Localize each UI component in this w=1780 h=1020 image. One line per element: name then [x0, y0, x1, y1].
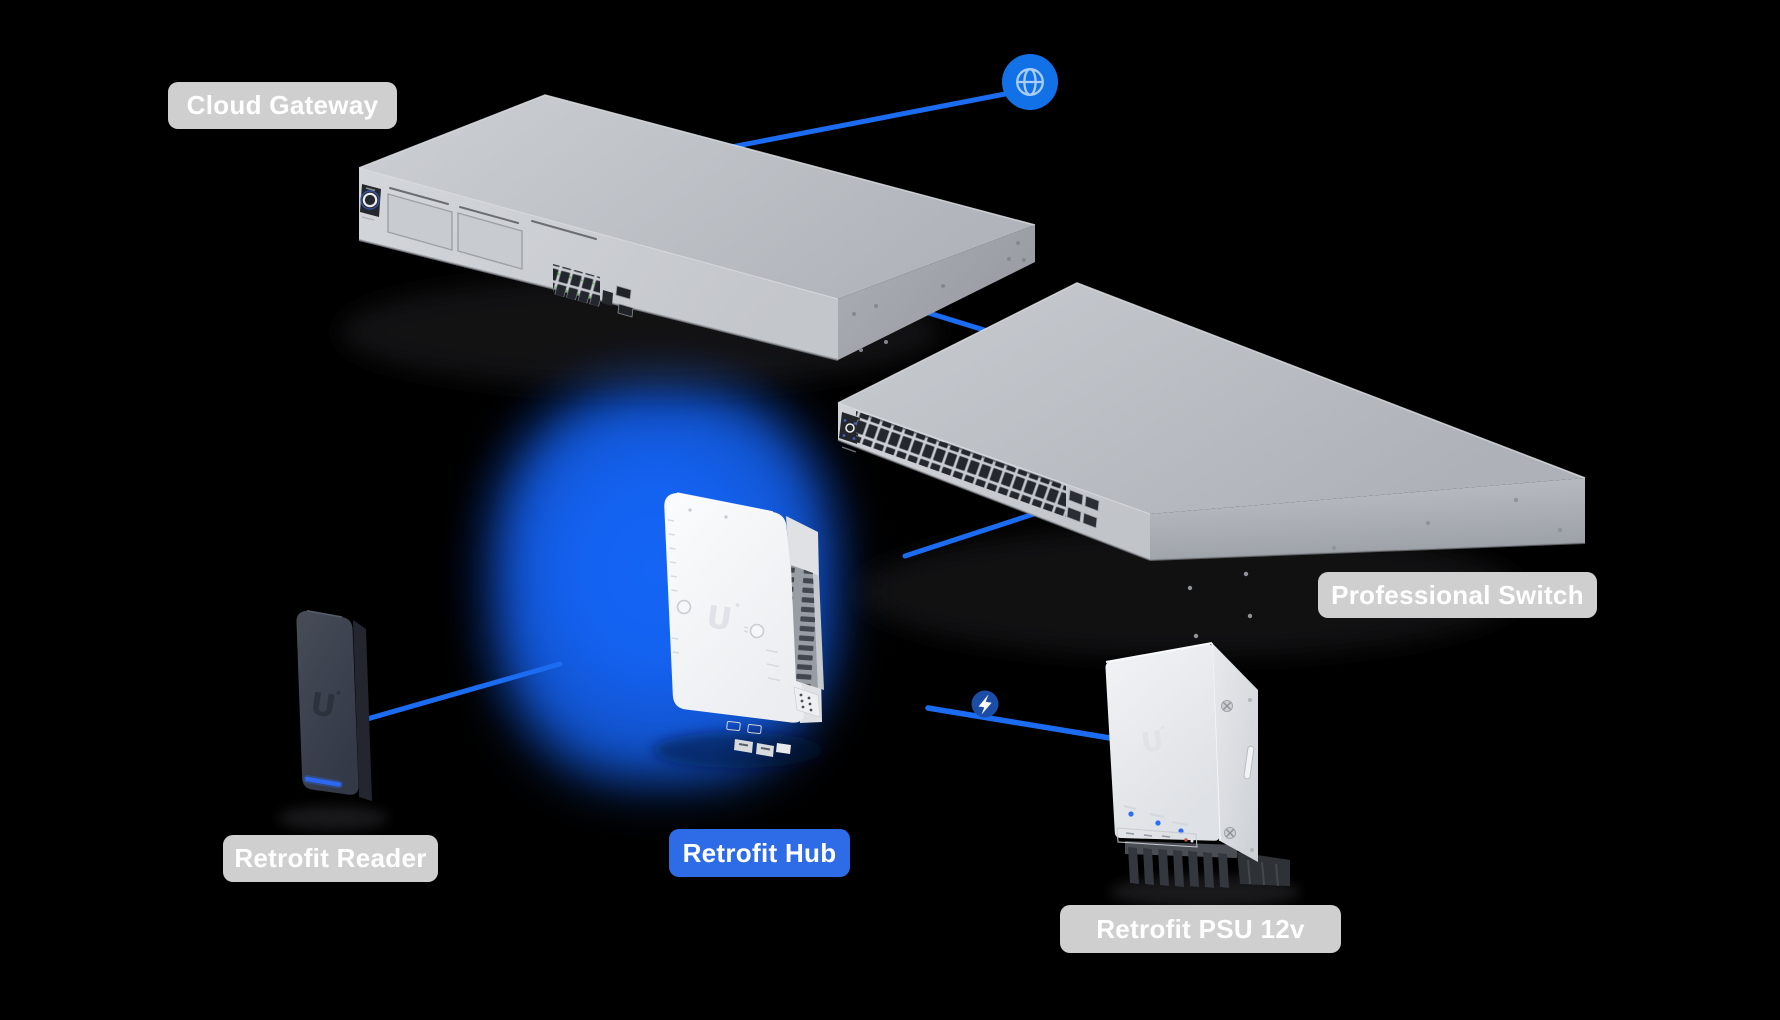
switch-rj45-ports	[856, 411, 1066, 517]
globe-icon	[1016, 68, 1044, 96]
ubiquiti-logo-psu: U	[1139, 726, 1165, 760]
gateway-sfp-ports	[615, 285, 634, 318]
retrofit-hub-label: Retrofit Hub	[669, 829, 850, 877]
svg-text:U: U	[1139, 726, 1165, 760]
lightning-bolt-icon	[978, 694, 992, 715]
switch-sfp-ports	[1066, 489, 1100, 529]
hub-face-markings	[667, 508, 781, 682]
cloud-gateway-device	[358, 94, 1036, 361]
svg-text:U: U	[704, 599, 734, 638]
retrofit-psu-label: Retrofit PSU 12v	[1060, 905, 1341, 953]
psu-mount-flange	[1212, 643, 1258, 862]
connection-line-gateway-internet	[687, 91, 1008, 158]
ubiquiti-logo-reader: U	[308, 686, 341, 725]
switch-screws	[1187, 497, 1563, 639]
hub-dials	[676, 599, 765, 639]
retrofit-hub-device: U	[664, 492, 824, 757]
internet-globe-badge	[1002, 54, 1058, 110]
svg-text:U: U	[308, 686, 338, 725]
psu-status-leds	[1123, 805, 1189, 834]
psu-heatsink	[1125, 841, 1290, 888]
psu-terminal-strip	[1116, 827, 1198, 848]
retrofit-reader-device: U	[296, 610, 372, 801]
gateway-vent-slits	[389, 187, 597, 240]
gateway-rj45-ports	[553, 264, 600, 307]
connection-line-hub-psu	[925, 705, 1113, 741]
hub-bottom-labels	[726, 721, 762, 735]
hub-terminal-block	[791, 565, 824, 718]
gateway-wan-port	[602, 290, 613, 306]
switch-display	[839, 412, 860, 453]
professional-switch-label: Professional Switch	[1318, 572, 1597, 618]
hub-bottom-connectors	[734, 739, 791, 757]
gateway-drive-bays	[387, 193, 523, 270]
professional-switch-device	[837, 282, 1586, 639]
psu-flange-screws	[1221, 698, 1255, 852]
ubiquiti-logo-hub: U	[704, 599, 740, 638]
reader-led-bar	[304, 776, 342, 787]
connection-line-switch-hub	[902, 507, 1049, 559]
power-badge	[971, 690, 999, 718]
connection-line-reader-hub	[357, 661, 563, 724]
gateway-screws	[852, 241, 1026, 352]
cloud-gateway-label: Cloud Gateway	[168, 82, 397, 129]
retrofit-reader-label: Retrofit Reader	[223, 835, 438, 882]
gateway-display	[360, 184, 381, 221]
retrofit-psu-device: U	[1105, 642, 1290, 888]
